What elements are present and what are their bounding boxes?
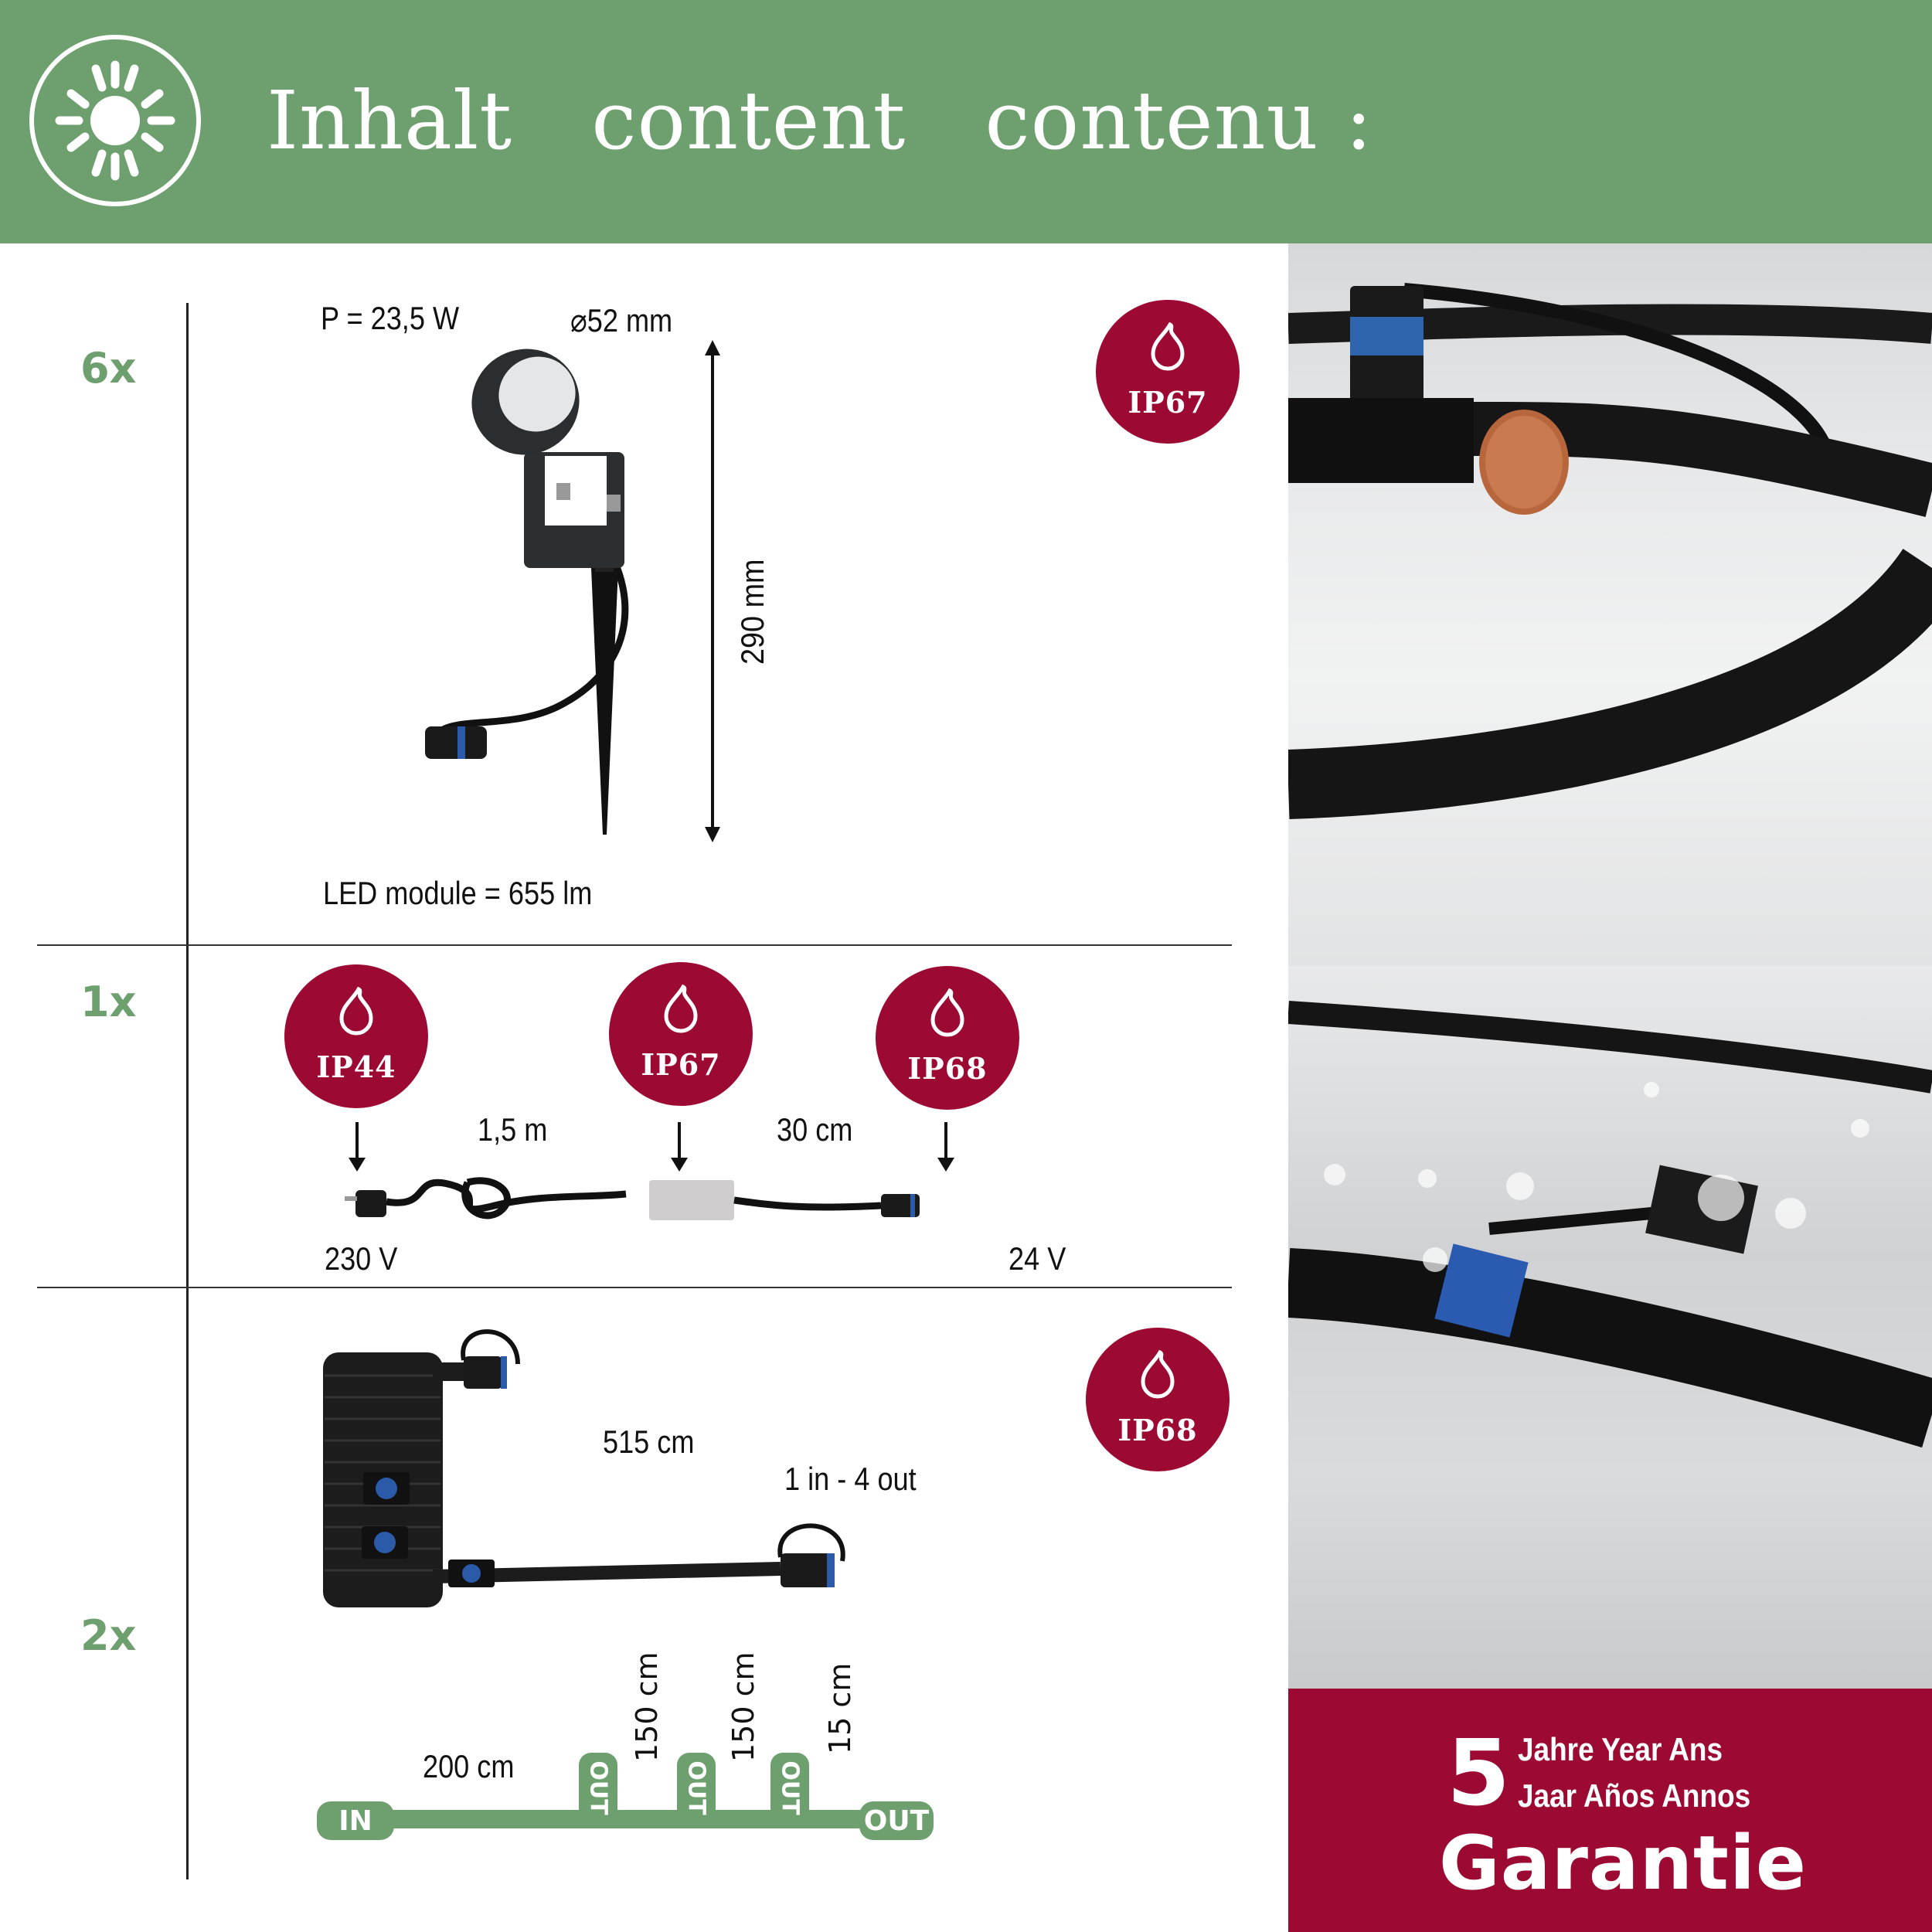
guarantee-years-line-1: Jahre Year Ans (1518, 1731, 1723, 1767)
row-divider (37, 1287, 1232, 1288)
connection-cable-product-image (323, 1329, 845, 1607)
arrow-down-icon (937, 1122, 954, 1172)
water-drop-icon (1141, 1349, 1175, 1399)
cable-length-1: 1,5 m (478, 1111, 548, 1148)
height-dimension-line (711, 344, 714, 838)
branch-out-connector: OUT (677, 1753, 716, 1822)
power-supply-product-image (345, 1177, 920, 1220)
power-spec: P = 23,5 W (321, 300, 460, 336)
in-connector: IN (317, 1801, 394, 1840)
cable-coin-illustration (1288, 283, 1932, 819)
arrow-down-icon (349, 1122, 366, 1172)
cable-length-2: 30 cm (777, 1111, 853, 1148)
header-banner: Inhalt content contenu : (0, 0, 1932, 243)
page-title: Inhalt content contenu : (267, 73, 1373, 168)
arrow-down-icon (671, 1122, 688, 1172)
arrow-up-icon (705, 340, 720, 355)
output-voltage: 24 V (1009, 1240, 1066, 1277)
ip68-badge: IP68 (876, 966, 1019, 1110)
segment-length: 150 cm (630, 1651, 664, 1762)
quantity-label: 6x (80, 344, 137, 393)
luminous-flux-spec: LED module = 655 lm (323, 875, 593, 911)
column-divider (186, 303, 189, 1879)
guarantee-years-line-2: Jaar Años Annos (1518, 1777, 1751, 1814)
quantity-label: 2x (80, 1611, 137, 1660)
total-cable-length: 515 cm (603, 1423, 695, 1460)
water-drop-icon (664, 984, 698, 1033)
sun-icon-ring (29, 35, 201, 206)
guarantee-years-number: 5 (1447, 1719, 1511, 1826)
row-divider (37, 944, 1232, 946)
out-connector: OUT (859, 1801, 934, 1840)
ip44-badge: IP44 (284, 964, 428, 1108)
height-spec: 290 mm (734, 559, 770, 665)
water-drop-icon (1151, 321, 1185, 371)
segment-length: 200 cm (423, 1748, 515, 1784)
segment-length: 150 cm (726, 1651, 760, 1762)
arrow-down-icon (705, 827, 720, 842)
ip68-badge: IP68 (1086, 1328, 1230, 1471)
guarantee-banner: 5 Jahre Year Ans Jaar Años Annos Garanti… (1288, 1689, 1932, 1932)
ip67-badge: IP67 (1096, 300, 1240, 444)
water-drop-icon (930, 988, 964, 1037)
branch-out-connector: OUT (579, 1753, 617, 1822)
splash-connector-illustration (1288, 1001, 1932, 1448)
segment-length: 15 cm (823, 1662, 857, 1754)
quantity-label: 1x (80, 978, 137, 1026)
cable-config: 1 in - 4 out (784, 1461, 917, 1497)
spotlight-product-image (425, 349, 629, 835)
input-voltage: 230 V (325, 1240, 398, 1277)
water-drop-icon (339, 986, 373, 1036)
waterproof-connector-photo (1288, 966, 1932, 1689)
guarantee-title: Garantie (1439, 1820, 1807, 1906)
ip67-badge: IP67 (609, 962, 753, 1106)
diameter-spec: ⌀52 mm (570, 302, 673, 338)
coin-size-comparison-photo (1288, 243, 1932, 966)
branch-out-connector: OUT (770, 1753, 809, 1822)
sun-icon (55, 60, 175, 181)
